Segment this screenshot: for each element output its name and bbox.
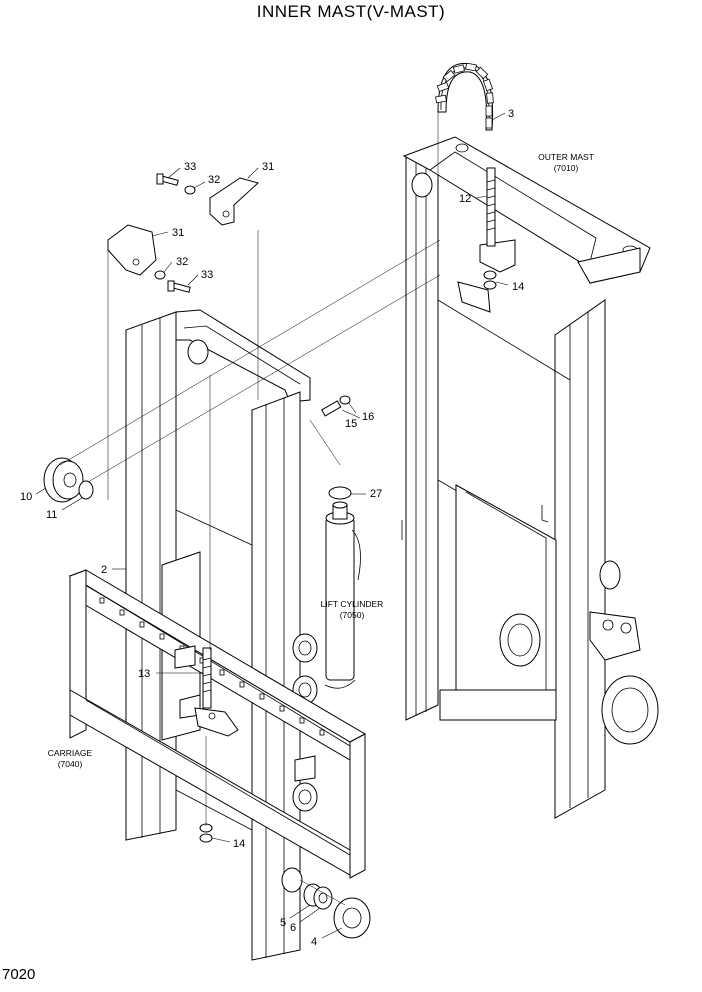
bottom-bearing [333, 897, 371, 939]
part-number-2: 2 [101, 564, 107, 576]
lift-cylinder [324, 501, 361, 689]
part-number-10: 10 [20, 491, 32, 503]
carriage-code: (7040) [58, 759, 83, 769]
lift-cylinder-code: (7050) [340, 610, 365, 620]
bolt-33-upper [156, 173, 179, 186]
chain-anchor-bolt [486, 167, 496, 247]
part-number-27: 27 [370, 488, 382, 500]
part-number-13: 13 [138, 668, 150, 680]
chain-sheave [43, 457, 84, 503]
mast-strap-lower [107, 224, 157, 276]
part-number-14-upper: 14 [512, 281, 524, 293]
carriage-label: CARRIAGE [48, 748, 93, 758]
washer-32-upper [184, 185, 196, 195]
mast-strap-upper [209, 177, 260, 226]
part-number-11: 11 [46, 509, 57, 521]
carriage-assembly [68, 569, 367, 879]
assembly-labels: OUTER MAST (7010) LIFT CYLINDER (7050) C… [48, 152, 594, 769]
part-number-5: 5 [280, 917, 286, 929]
outer-mast-cross-member [439, 689, 557, 721]
anchor-nuts-lower [199, 823, 213, 843]
outer-mast-right-rail [554, 299, 606, 819]
bottom-shims [303, 883, 333, 910]
lift-chain [435, 62, 494, 131]
part-number-31-upper: 31 [262, 161, 274, 173]
chain-anchor-bracket [479, 239, 516, 273]
part-number-6: 6 [290, 922, 296, 934]
carriage-anchor-bolt [194, 647, 239, 737]
part-number-32-upper: 32 [208, 174, 220, 186]
part-number-12: 12 [459, 193, 471, 205]
part-number-32-lower: 32 [176, 256, 188, 268]
page-number: 7020 [2, 966, 36, 983]
outer-mast-roller [411, 172, 433, 198]
stopper-bolt [321, 395, 351, 417]
o-ring-27 [328, 486, 352, 500]
outer-mast-left-rail [405, 144, 439, 721]
part-number-labels: 3 12 14 16 15 27 10 11 2 13 14 5 6 4 31 … [20, 108, 524, 948]
page-title: INNER MAST(V-MAST) [256, 2, 446, 21]
bolt-33-lower [167, 280, 191, 293]
part-number-16: 16 [362, 411, 374, 423]
trunnion-bracket [499, 560, 659, 745]
part-number-33-upper: 33 [184, 161, 196, 173]
lift-cylinder-label: LIFT CYLINDER [321, 599, 384, 609]
part-number-15: 15 [345, 418, 357, 430]
part-number-33-lower: 33 [201, 269, 213, 281]
carriage-right-side [349, 733, 366, 879]
outer-mast-assembly [401, 136, 659, 819]
anchor-nuts-upper [483, 270, 497, 290]
outer-mast-label: OUTER MAST [538, 152, 594, 162]
part-number-14-lower: 14 [233, 838, 245, 850]
part-number-3: 3 [508, 108, 514, 120]
assembly-phantom-lines [59, 110, 441, 906]
part-number-4: 4 [311, 936, 317, 948]
bottom-roller [281, 867, 303, 893]
snap-ring [78, 480, 94, 500]
washer-32-lower [154, 270, 166, 280]
leader-lines [35, 112, 509, 939]
outer-mast-code: (7010) [554, 163, 579, 173]
inner-mast-roller [187, 339, 209, 365]
part-number-31-lower: 31 [172, 227, 184, 239]
